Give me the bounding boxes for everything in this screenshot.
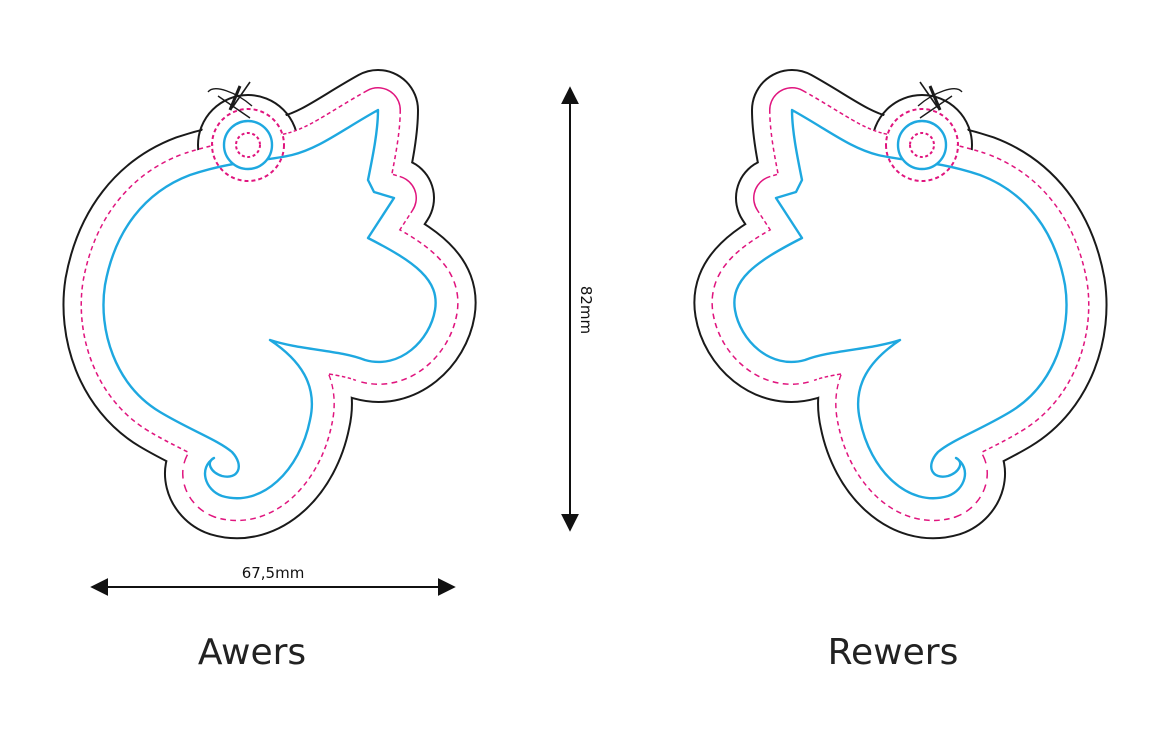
- sticker-front: [103, 82, 435, 498]
- height-dimension: 82mm: [561, 86, 595, 532]
- back-caption: Rewers: [828, 632, 959, 673]
- height-label: 82mm: [577, 286, 595, 334]
- front-caption: Awers: [198, 632, 306, 673]
- sticker-back: [734, 82, 1066, 498]
- width-label: 67,5mm: [242, 564, 305, 582]
- width-dimension: 67,5mm: [90, 564, 456, 596]
